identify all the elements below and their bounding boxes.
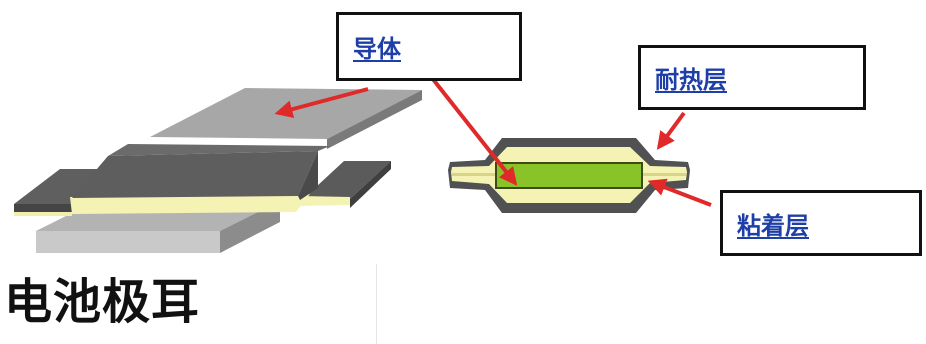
divider-line (376, 264, 377, 344)
battery-tab-cross-section-illustration (448, 138, 690, 213)
battery-tab-3d-illustration (14, 88, 422, 253)
arrow-to-heat-layer (656, 111, 686, 150)
adhesive-layer-label: 粘着层 (737, 211, 809, 240)
conductor-label: 导体 (353, 35, 401, 63)
adhesive-layer-label-box: 粘着层 (720, 190, 922, 256)
arrow-to-adhesive-layer (647, 178, 712, 207)
diagram-title: 电池极耳 (4, 274, 201, 330)
conductor-label-box: 导体 (336, 12, 522, 81)
arrow-to-conductor (430, 76, 518, 186)
arrow-to-tab-strip (274, 87, 369, 118)
heat-layer-label-box: 耐热层 (638, 45, 866, 110)
pointer-arrows (274, 76, 712, 207)
heat-resistant-layer-label: 耐热层 (655, 66, 727, 94)
